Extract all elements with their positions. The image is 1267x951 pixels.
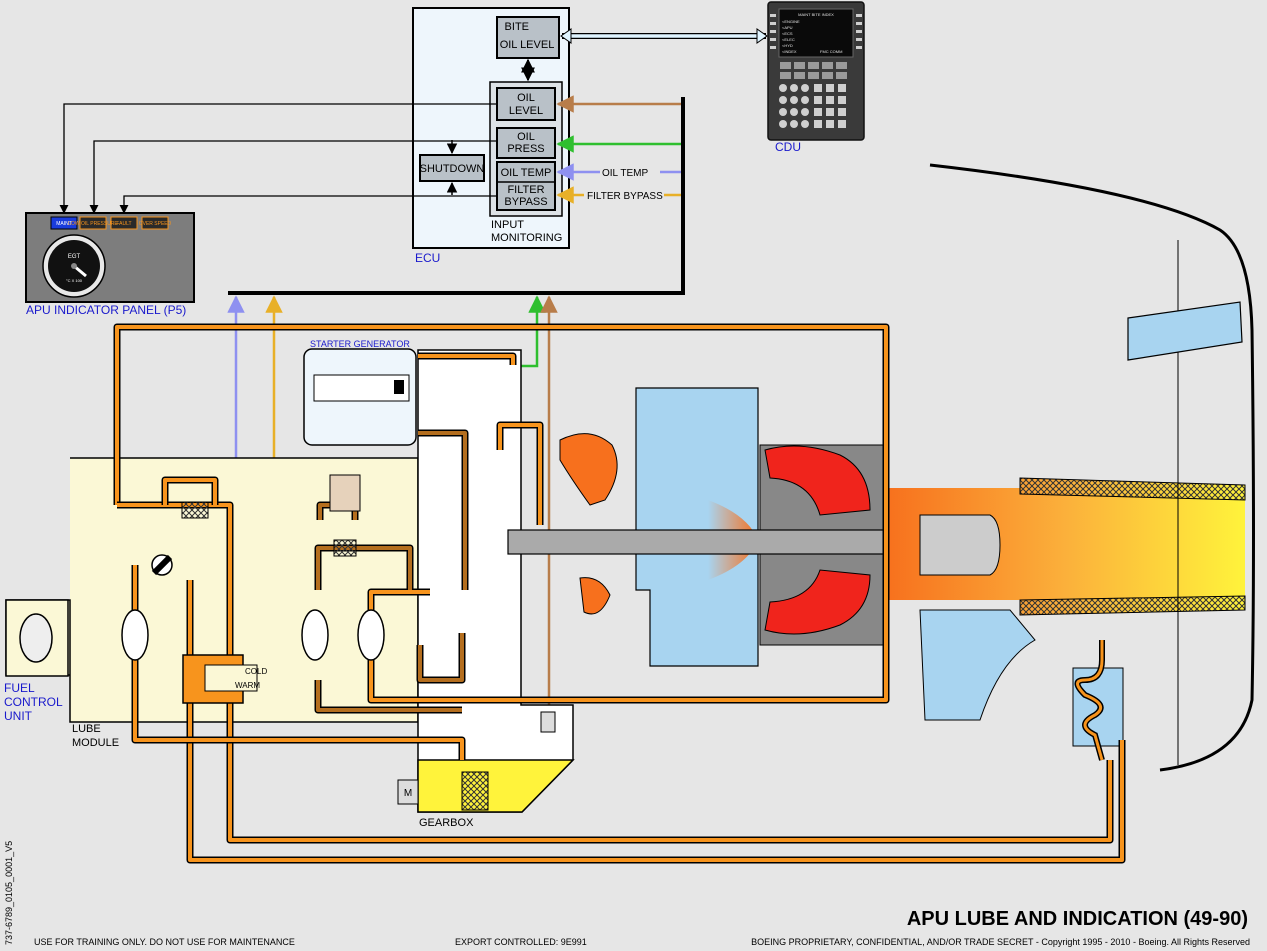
footer-right: BOEING PROPRIETARY, CONFIDENTIAL, AND/OR… xyxy=(751,937,1250,947)
warm-label: WARM xyxy=(235,681,260,690)
cdu-line-2: <ECS xyxy=(782,31,793,36)
oil-temp-signal-label: OIL TEMP xyxy=(602,168,648,179)
ecu-bite-oil-level-label: OIL LEVEL xyxy=(500,39,555,51)
cdu-screen-title: MAINT BITE INDEX xyxy=(798,12,834,17)
cold-label: COLD xyxy=(245,667,267,676)
gauge-egt-label: EGT xyxy=(68,254,81,260)
cdu-line-0: <ENGINE xyxy=(782,19,800,24)
cdu-line-4: <HYD xyxy=(782,43,793,48)
input-monitoring-label-2: MONITORING xyxy=(491,232,562,244)
ecu-bypass-label: BYPASS xyxy=(504,196,547,208)
ecu-oil-press-box xyxy=(496,127,556,159)
ecu-filter-label: FILTER xyxy=(507,184,544,196)
input-monitoring-label-1: INPUT xyxy=(491,219,524,231)
ecu-oil-press-label-1: OIL xyxy=(517,131,535,143)
gearbox-sump xyxy=(417,759,575,813)
cdu-label: CDU xyxy=(775,140,801,154)
filter-bypass-switch xyxy=(329,474,361,512)
lube-module-label-1: LUBE xyxy=(72,723,101,735)
panel-light-fault: FAULT xyxy=(116,221,131,227)
ecu-label: ECU xyxy=(415,251,440,265)
fuel-control-label-2: CONTROL xyxy=(4,695,63,709)
cdu-line-6: FMC COMM xyxy=(820,49,842,54)
ecu-oil-temp-box xyxy=(496,161,556,211)
cdu-line-5: <INDEX xyxy=(782,49,797,54)
ecu-oil-level-label-1: OIL xyxy=(517,92,535,104)
panel-light-low-oil: LOW OIL PRESSURE xyxy=(68,221,118,227)
compressor-inlet xyxy=(635,387,759,667)
air-inlet xyxy=(1127,301,1243,361)
footer-center: EXPORT CONTROLLED: 9E991 xyxy=(455,937,587,947)
ecu-bite-label: BITE xyxy=(505,21,529,33)
fuel-control-label-3: UNIT xyxy=(4,709,33,723)
shutdown-label: SHUTDOWN xyxy=(420,163,485,175)
filter-bypass-signal-label: FILTER BYPASS xyxy=(587,191,663,202)
panel-light-overspeed: OVER SPEED xyxy=(139,221,172,227)
motor-label: M xyxy=(404,788,412,799)
gearbox-label: GEARBOX xyxy=(419,817,474,829)
signal-bus xyxy=(228,97,685,295)
cdu-line-1: <APU xyxy=(782,25,793,30)
shutdown-box xyxy=(419,154,485,182)
apu-indicator-panel xyxy=(25,212,195,303)
starter-generator-label: STARTER GENERATOR xyxy=(310,339,410,349)
document-id: 737-6789_0105_0001_V5 xyxy=(4,841,14,945)
ecu-oil-level-label-2: LEVEL xyxy=(509,105,543,117)
panel-light-maint: MAINT xyxy=(56,221,72,227)
ecu-oil-press-label-2: PRESS xyxy=(507,143,544,155)
ecu-oil-temp-label: OIL TEMP xyxy=(501,167,552,179)
pump-icons xyxy=(121,609,385,661)
gauge-scale-label: °C X 100 xyxy=(66,278,83,283)
cdu-line-3: <ELEC xyxy=(782,37,795,42)
page-title: APU LUBE AND INDICATION (49-90) xyxy=(907,908,1248,930)
fuel-control-label-1: FUEL xyxy=(4,681,35,695)
ecu-bite-box xyxy=(496,16,560,59)
cdu-device xyxy=(767,1,865,141)
ecu-oil-level-box xyxy=(496,87,556,121)
lube-module-label-2: MODULE xyxy=(72,737,119,749)
footer-left: USE FOR TRAINING ONLY. DO NOT USE FOR MA… xyxy=(34,937,295,947)
apu-indicator-panel-label: APU INDICATOR PANEL (P5) xyxy=(26,303,186,317)
